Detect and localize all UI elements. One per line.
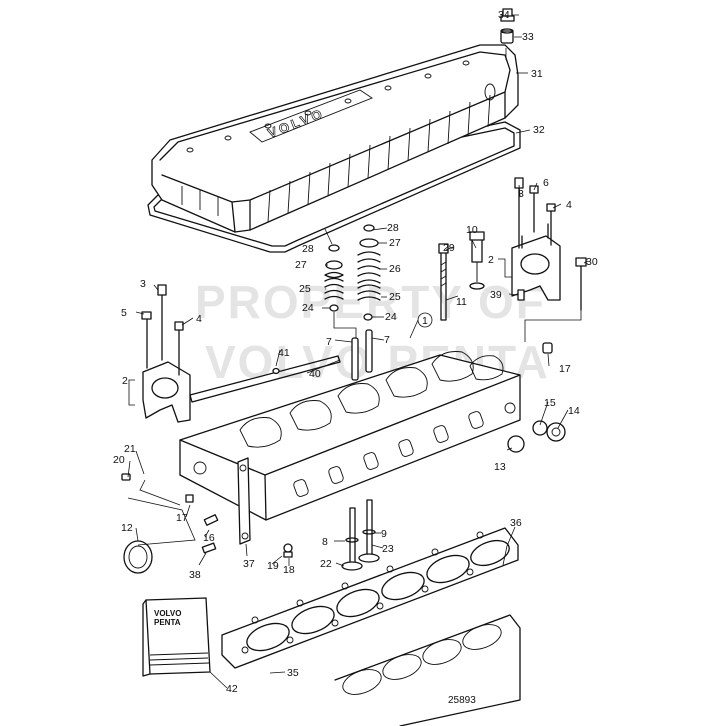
callout-29: 29 bbox=[443, 242, 455, 254]
callout-6: 6 bbox=[543, 177, 549, 189]
callout-11: 11 bbox=[456, 296, 467, 308]
callout-31: 31 bbox=[531, 68, 543, 80]
callout-28b: 28 bbox=[387, 222, 399, 234]
leader-lines bbox=[127, 15, 589, 689]
callout-21: 21 bbox=[124, 443, 136, 455]
cylinder-head bbox=[179, 351, 521, 521]
callout-12: 12 bbox=[121, 522, 133, 534]
callout-4a: 4 bbox=[196, 313, 202, 325]
small-parts bbox=[121, 473, 293, 574]
callout-42: 42 bbox=[226, 683, 238, 695]
callout-4b: 4 bbox=[566, 199, 572, 211]
lifting-eye bbox=[237, 457, 251, 545]
callout-34: 34 bbox=[498, 9, 510, 21]
callout-33: 33 bbox=[522, 31, 534, 43]
drawing-reference: 25893 bbox=[448, 695, 476, 706]
callout-23: 23 bbox=[382, 543, 394, 555]
rocker-bracket-right bbox=[511, 177, 587, 342]
callout-27b: 27 bbox=[389, 237, 401, 249]
callout-2a: 2 bbox=[122, 375, 128, 387]
callout-1-circle bbox=[417, 312, 433, 328]
valve-springs-left bbox=[324, 244, 357, 340]
callout-22: 22 bbox=[320, 558, 332, 570]
callout-1: 1 bbox=[422, 315, 428, 327]
callout-18: 18 bbox=[283, 564, 295, 576]
callout-41: 41 bbox=[278, 347, 290, 359]
callout-35: 35 bbox=[287, 667, 299, 679]
callout-15: 15 bbox=[544, 397, 556, 409]
valve-springs-right bbox=[357, 224, 381, 321]
rocker-bracket-left bbox=[141, 284, 191, 423]
callout-14: 14 bbox=[568, 405, 580, 417]
callout-30: 30 bbox=[586, 256, 598, 268]
callout-16: 16 bbox=[203, 532, 215, 544]
callout-7a: 7 bbox=[326, 336, 332, 348]
booklet-logo-line-2: PENTA bbox=[154, 618, 181, 627]
callout-17b: 17 bbox=[559, 363, 571, 375]
gasket-strip bbox=[189, 355, 341, 403]
callout-20: 20 bbox=[113, 454, 125, 466]
cylinder-head-plugs bbox=[185, 342, 566, 526]
callout-40: 40 bbox=[309, 368, 321, 380]
callout-2b: 2 bbox=[488, 254, 494, 266]
head-gasket-rear bbox=[334, 614, 521, 726]
valves bbox=[341, 499, 380, 571]
callout-13: 13 bbox=[494, 461, 506, 473]
callout-8: 8 bbox=[322, 536, 328, 548]
callout-32: 32 bbox=[533, 124, 545, 136]
callout-19: 19 bbox=[267, 560, 279, 572]
callout-25a: 25 bbox=[299, 283, 311, 295]
callout-37: 37 bbox=[243, 558, 255, 570]
callout-28a: 28 bbox=[302, 243, 314, 255]
callout-27a: 27 bbox=[295, 259, 307, 271]
callout-10: 10 bbox=[466, 224, 478, 236]
oil-filler-cap bbox=[500, 8, 522, 60]
booklet-logo-line-1: VOLVO bbox=[154, 609, 181, 618]
callout-24a: 24 bbox=[302, 302, 314, 314]
callout-7b: 7 bbox=[384, 334, 390, 346]
valve-cover: VOLVO bbox=[151, 44, 519, 233]
callout-36: 36 bbox=[510, 517, 522, 529]
injector-parts bbox=[438, 231, 485, 321]
callout-17a: 17 bbox=[176, 512, 188, 524]
callout-25b: 25 bbox=[389, 291, 401, 303]
callout-24b: 24 bbox=[385, 311, 397, 323]
instruction-booklet: VOLVO PENTA bbox=[142, 597, 211, 677]
callout-39: 39 bbox=[490, 289, 502, 301]
callout-3b: 3 bbox=[518, 188, 524, 200]
callout-5a: 5 bbox=[121, 307, 127, 319]
watermark-line-1: PROPERTY OF bbox=[195, 276, 546, 328]
callout-labels: 34 33 31 32 3 6 4 2 30 39 10 29 11 1 17 … bbox=[113, 9, 598, 695]
callout-3a: 3 bbox=[140, 278, 146, 290]
pushrods bbox=[351, 329, 373, 381]
callout-9: 9 bbox=[381, 528, 387, 540]
head-gasket-front bbox=[221, 527, 519, 669]
callout-26: 26 bbox=[389, 263, 401, 275]
callout-38: 38 bbox=[189, 569, 201, 581]
